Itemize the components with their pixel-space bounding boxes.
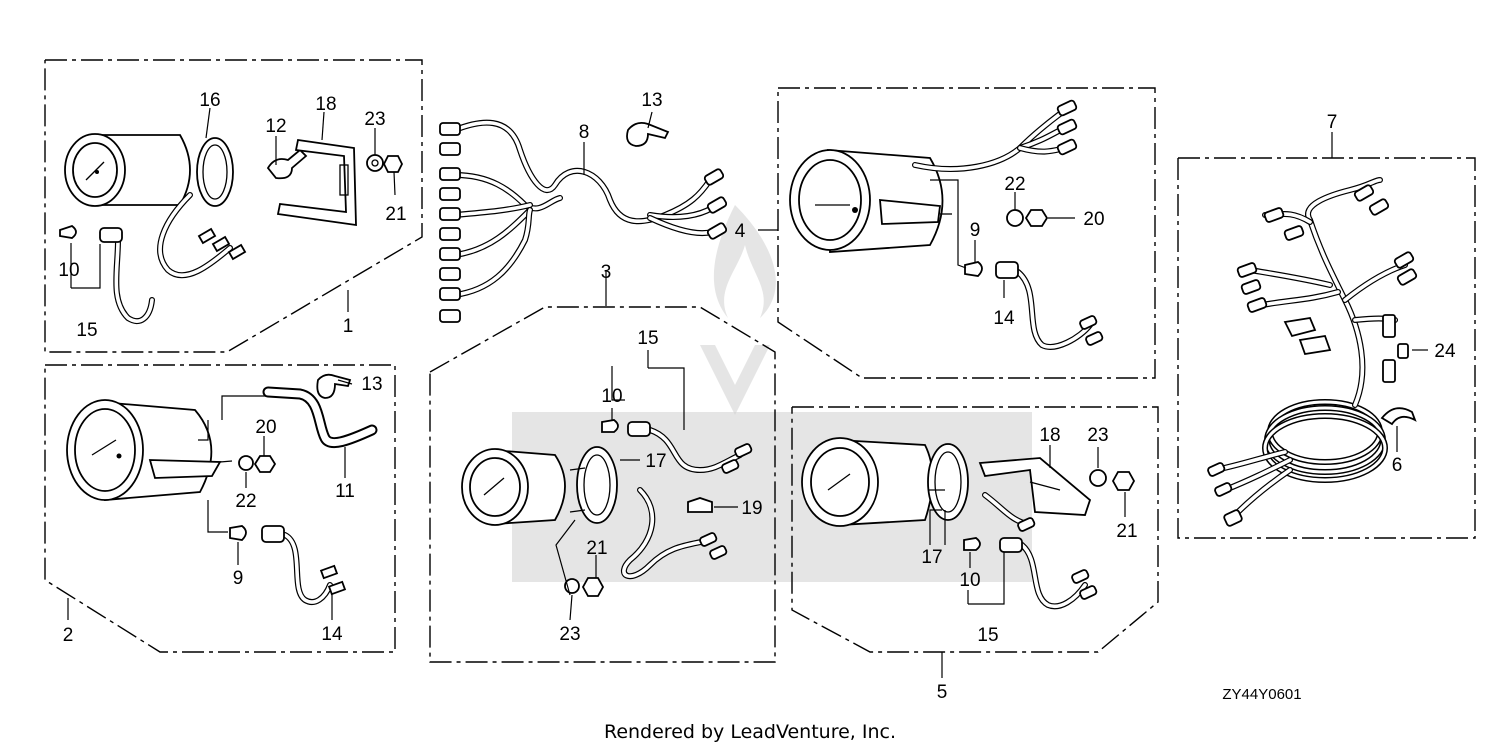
terminal-icon (59, 224, 77, 239)
callout-15: 15 (76, 320, 97, 341)
callout-10: 10 (58, 260, 79, 281)
callout-18: 18 (1039, 425, 1060, 446)
callout-21: 21 (1116, 521, 1137, 542)
bezel-ring-icon (927, 443, 969, 521)
connector-icon (995, 261, 1019, 279)
callout-11: 11 (335, 481, 355, 502)
footer-credit: Rendered by LeadVenture, Inc. (604, 721, 896, 743)
assembly-number-1: 1 (343, 316, 354, 337)
assembly-5-frame (791, 406, 1159, 653)
assembly-3: 15 10 17 19 21 23 3 (429, 262, 776, 663)
callout-23: 23 (364, 109, 385, 130)
washer-icon (238, 455, 254, 471)
coil-harness-icon (1262, 399, 1388, 483)
terminal-icon (229, 525, 247, 541)
assembly-2: 13 20 22 11 9 14 2 (44, 364, 396, 653)
clip-icon (316, 373, 352, 399)
assembly-4: 22 20 9 14 4 (735, 87, 1156, 379)
callout-23: 23 (1087, 425, 1108, 446)
bracket-icon (276, 138, 357, 227)
callout-10: 10 (601, 386, 622, 407)
gauge-icon (789, 149, 952, 253)
assembly-number-3: 3 (601, 262, 612, 283)
callout-21: 21 (586, 538, 607, 559)
nut-icon (581, 577, 605, 597)
washer-icon (1006, 209, 1024, 227)
fitting-icon (1382, 314, 1409, 383)
assembly-7: 7 24 6 (1177, 112, 1476, 539)
assembly-number-7: 7 (1327, 112, 1338, 133)
gauge-icon (801, 437, 934, 527)
assembly-1-frame (44, 59, 423, 353)
assembly-5: 18 23 21 17 10 15 5 (791, 406, 1159, 703)
gauge-icon (64, 133, 191, 207)
callout-21: 21 (385, 204, 406, 225)
callout-13: 13 (641, 90, 662, 111)
connector-icon (439, 122, 461, 323)
callout-6: 6 (1392, 455, 1403, 476)
connector-icon (999, 537, 1023, 553)
callout-19: 19 (741, 498, 762, 519)
nut-icon (253, 455, 277, 473)
callout-17: 17 (645, 451, 666, 472)
gauge-icon (461, 448, 566, 526)
watermark-logo (512, 205, 1032, 582)
diagram-code: ZY44Y0601 (1222, 686, 1301, 703)
callout-18: 18 (315, 94, 336, 115)
callout-20: 20 (1083, 209, 1104, 230)
bezel-ring-icon (576, 446, 618, 524)
nut-icon (382, 155, 404, 173)
connector-icon (703, 168, 728, 240)
assembly-number-4: 4 (735, 221, 746, 242)
callout-24: 24 (1434, 341, 1456, 362)
connector-icon (261, 525, 285, 543)
assembly-7-frame (1177, 157, 1476, 539)
nut-icon (1024, 209, 1049, 227)
assembly-4-frame (777, 87, 1156, 379)
callout-14: 14 (993, 308, 1015, 329)
callout-16: 16 (199, 90, 220, 111)
clamp-icon (266, 148, 308, 180)
callout-15: 15 (637, 328, 658, 349)
assembly-2-frame (44, 364, 396, 653)
terminal-icon (601, 419, 619, 433)
callout-22: 22 (1004, 174, 1025, 195)
connector-icon (627, 421, 651, 437)
bracket-icon (978, 457, 1092, 516)
callout-17: 17 (921, 547, 942, 568)
terminal-icon (963, 537, 981, 551)
callout-23: 23 (559, 624, 580, 645)
callout-15: 15 (977, 625, 998, 646)
gauge-icon (66, 399, 233, 501)
terminal-icon (964, 261, 983, 277)
callout-9: 9 (233, 568, 244, 589)
callout-13: 13 (361, 374, 382, 395)
assembly-number-5: 5 (937, 682, 948, 703)
callout-12: 12 (265, 116, 286, 137)
callout-14: 14 (321, 624, 343, 645)
callout-9: 9 (970, 220, 981, 241)
assembly-1: 16 12 18 23 21 10 15 1 (44, 59, 423, 353)
clamp-icon (1380, 407, 1417, 426)
screw-icon (687, 497, 713, 513)
washer-icon (1089, 469, 1107, 487)
callout-22: 22 (235, 491, 256, 512)
assembly-number-2: 2 (63, 625, 74, 646)
clip-icon (626, 121, 670, 147)
assembly-3-frame (429, 306, 776, 663)
connector-icon (1207, 184, 1418, 527)
connector-icon (99, 227, 123, 243)
callout-8: 8 (579, 122, 590, 143)
nut-icon (1111, 471, 1136, 491)
wire-harness-8: 8 13 (439, 90, 728, 323)
washer-icon (366, 154, 384, 172)
callout-20: 20 (255, 417, 276, 438)
callout-10: 10 (959, 570, 980, 591)
